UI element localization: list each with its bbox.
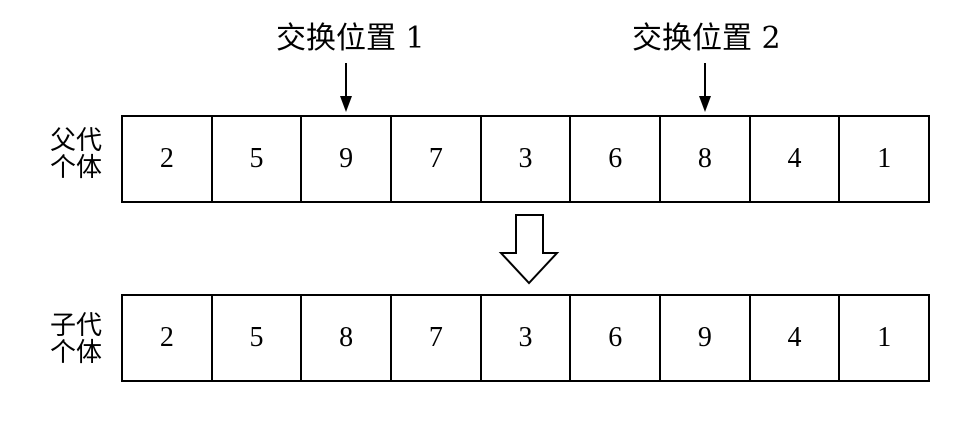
- swap-position-2-label: 交换位置 2: [632, 21, 781, 56]
- child-gene-cell: 5: [213, 296, 303, 380]
- swap-pointer-1-arrow-icon: [340, 63, 352, 112]
- parent-row-label: 父代 个体: [46, 128, 106, 182]
- swap-pointer-2-arrow-icon: [699, 63, 711, 112]
- parent-gene-cell: 4: [751, 117, 841, 201]
- child-gene-cell: 6: [571, 296, 662, 380]
- child-gene-cell: 1: [877, 322, 892, 353]
- parent-gene-cell: 1: [877, 143, 892, 174]
- parent-gene-cell: 2: [123, 117, 213, 201]
- parent-label-line2: 个体: [49, 153, 102, 183]
- child-chromosome: 2 5 8 7 3 6 9 4 1: [121, 294, 930, 382]
- swap-position-1-label: 交换位置 1: [276, 21, 425, 56]
- child-label-line2: 个体: [49, 338, 102, 368]
- child-row-label: 子代 个体: [46, 313, 106, 367]
- parent-gene-cell: 9: [302, 117, 393, 201]
- parent-label-line1: 父代: [49, 126, 102, 156]
- parent-chromosome: 2 5 9 7 3 6 8 4 1: [121, 115, 930, 203]
- parent-gene-cell: 8: [661, 117, 751, 201]
- child-gene-cell: 7: [392, 296, 482, 380]
- child-gene-cell: 3: [482, 296, 572, 380]
- hollow-down-arrow-icon: [498, 214, 560, 285]
- child-label-line1: 子代: [49, 311, 102, 341]
- child-gene-cell: 2: [123, 296, 213, 380]
- parent-gene-cell: 7: [392, 117, 482, 201]
- child-gene-cell: 4: [751, 296, 841, 380]
- parent-gene-cell: 3: [482, 117, 572, 201]
- child-gene-cell: 9: [661, 296, 751, 380]
- parent-gene-cell: 5: [213, 117, 303, 201]
- parent-gene-cell: 6: [571, 117, 662, 201]
- child-gene-cell: 8: [302, 296, 393, 380]
